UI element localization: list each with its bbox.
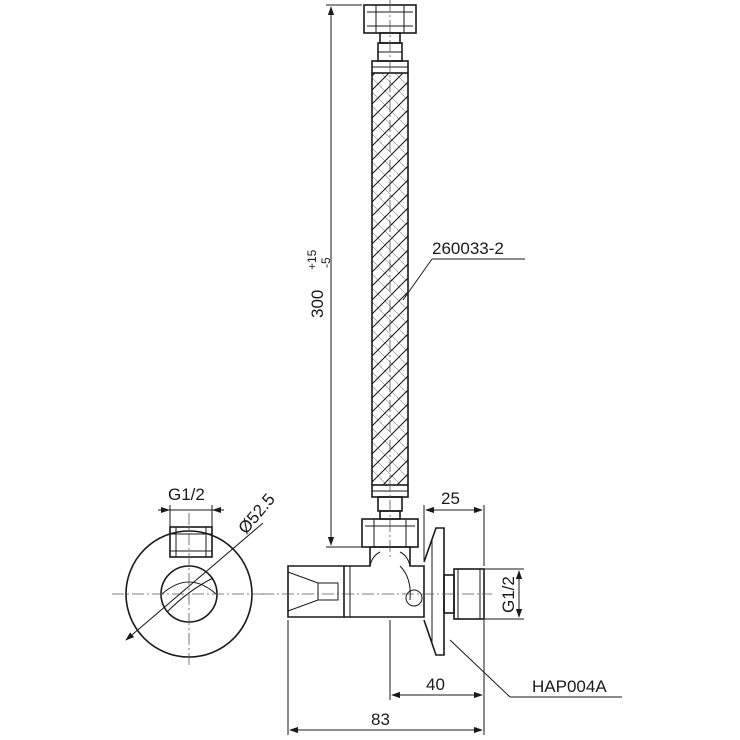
dimension-top-thread: G1/2 — [158, 485, 224, 527]
inlet-offset-label: 40 — [426, 675, 445, 694]
dimension-rosette-diameter: Ø52.5 — [125, 490, 279, 641]
valve-part-number: HAP004A — [532, 677, 607, 696]
angle-valve-body — [287, 527, 485, 656]
dimension-outlet-thread: G1/2 — [484, 568, 524, 620]
dimension-total-length: 83 — [287, 620, 485, 735]
rosette-width-label: 25 — [441, 489, 460, 508]
rosette-diameter-label: Ø52.5 — [235, 490, 279, 538]
hose-tolerance-minus: -5 — [319, 257, 333, 268]
dimension-hose-length: 300 +15 -5 — [305, 4, 362, 548]
dimension-rosette-width: 25 — [423, 489, 485, 566]
top-thread-label: G1/2 — [168, 485, 205, 504]
hose-part-number: 260033-2 — [432, 239, 504, 258]
valve-part-leader: HAP004A — [449, 639, 622, 698]
outlet-thread-label: G1/2 — [499, 576, 518, 613]
hose-length-label: 300 — [308, 290, 327, 318]
dimension-inlet-offset: 40 — [389, 620, 485, 700]
total-length-label: 83 — [371, 710, 390, 729]
hose-tolerance-plus: +15 — [305, 249, 319, 270]
hose-part-leader: 260033-2 — [402, 239, 525, 301]
